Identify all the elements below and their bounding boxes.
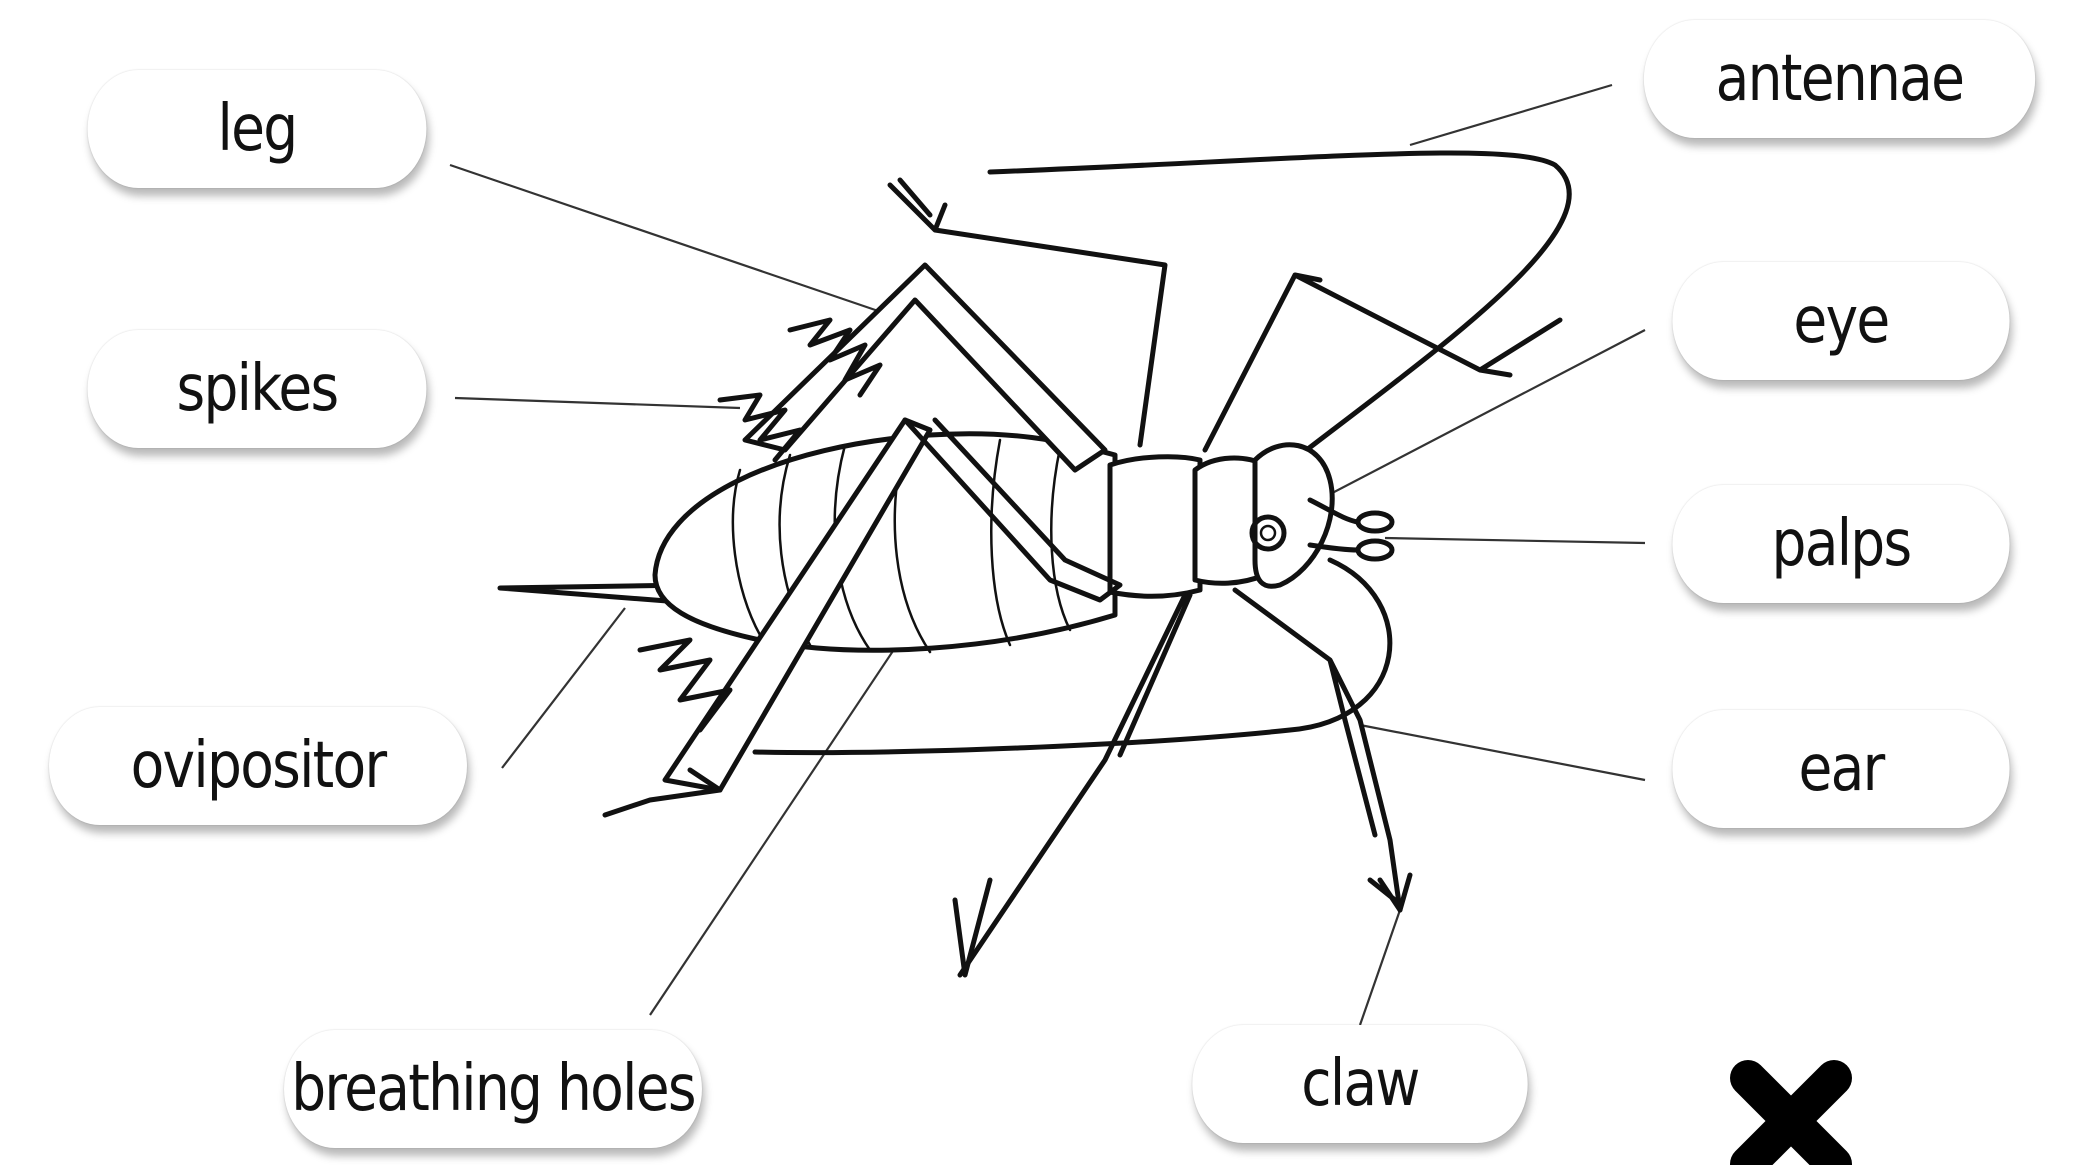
- label-palps[interactable]: palps: [1672, 485, 2009, 603]
- label-ovipositor[interactable]: ovipositor: [49, 707, 467, 825]
- label-ear[interactable]: ear: [1672, 710, 2009, 828]
- leader-line-antennae: [1410, 85, 1612, 145]
- thorax: [1110, 457, 1200, 597]
- cricket-illustration: [500, 153, 1569, 975]
- middle-leg: [1205, 275, 1560, 450]
- label-claw[interactable]: claw: [1192, 1025, 1527, 1143]
- label-eye[interactable]: eye: [1672, 262, 2009, 380]
- leader-line-ovipositor: [502, 608, 625, 768]
- leader-line-claw: [1360, 910, 1400, 1025]
- rear-leg-lower: [1235, 590, 1400, 910]
- leader-line-leg: [450, 165, 890, 315]
- leader-line-spikes: [455, 398, 740, 408]
- claw-shape: [1370, 875, 1410, 910]
- label-breathing-holes[interactable]: breathing holes: [284, 1030, 702, 1148]
- label-leg[interactable]: leg: [88, 70, 427, 188]
- close-button[interactable]: [1716, 1048, 1866, 1165]
- label-antennae[interactable]: antennae: [1644, 20, 2035, 138]
- hind-foot: [605, 770, 720, 815]
- palp-shape: [1358, 541, 1392, 559]
- leader-line-ear: [1360, 725, 1645, 780]
- palp-shape: [1358, 513, 1392, 531]
- label-spikes[interactable]: spikes: [88, 330, 427, 448]
- close-icon: [1716, 1048, 1866, 1165]
- leader-line-palps: [1385, 538, 1645, 543]
- front-leg: [960, 595, 1190, 975]
